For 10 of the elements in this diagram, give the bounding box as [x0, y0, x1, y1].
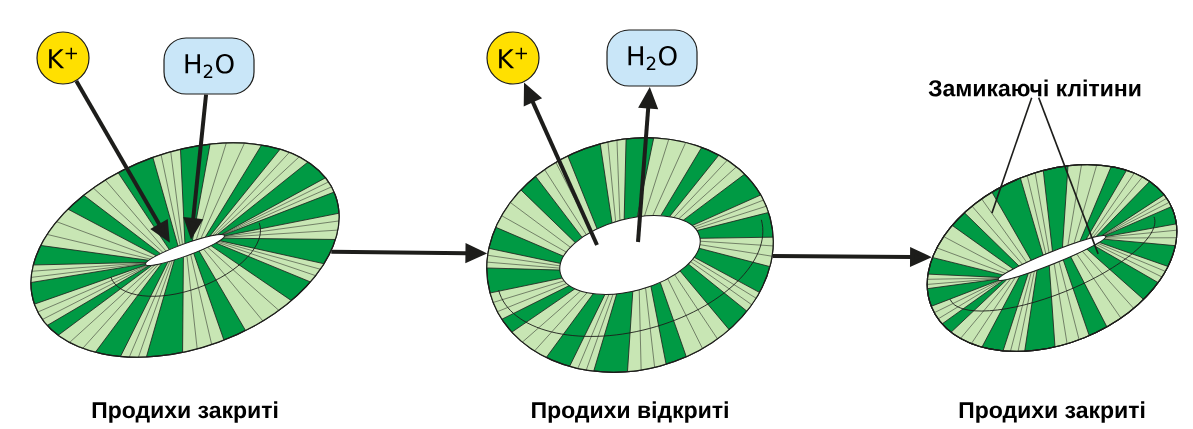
guard-cell: [926, 163, 1174, 308]
leader-line: [1037, 96, 1099, 255]
stoma-label: Продихи закриті: [92, 401, 278, 423]
leader-line: [991, 96, 1033, 214]
label-text: Замикаючі клітини: [928, 79, 1141, 97]
stoma-label: Продихи відкриті: [532, 401, 728, 423]
molecule-label: H$_{2}$O: [163, 37, 255, 95]
stoma-label: Продихи закриті: [959, 401, 1145, 423]
molecule-label: H$_{2}$O: [606, 29, 698, 87]
guard-cell: [930, 208, 1178, 353]
